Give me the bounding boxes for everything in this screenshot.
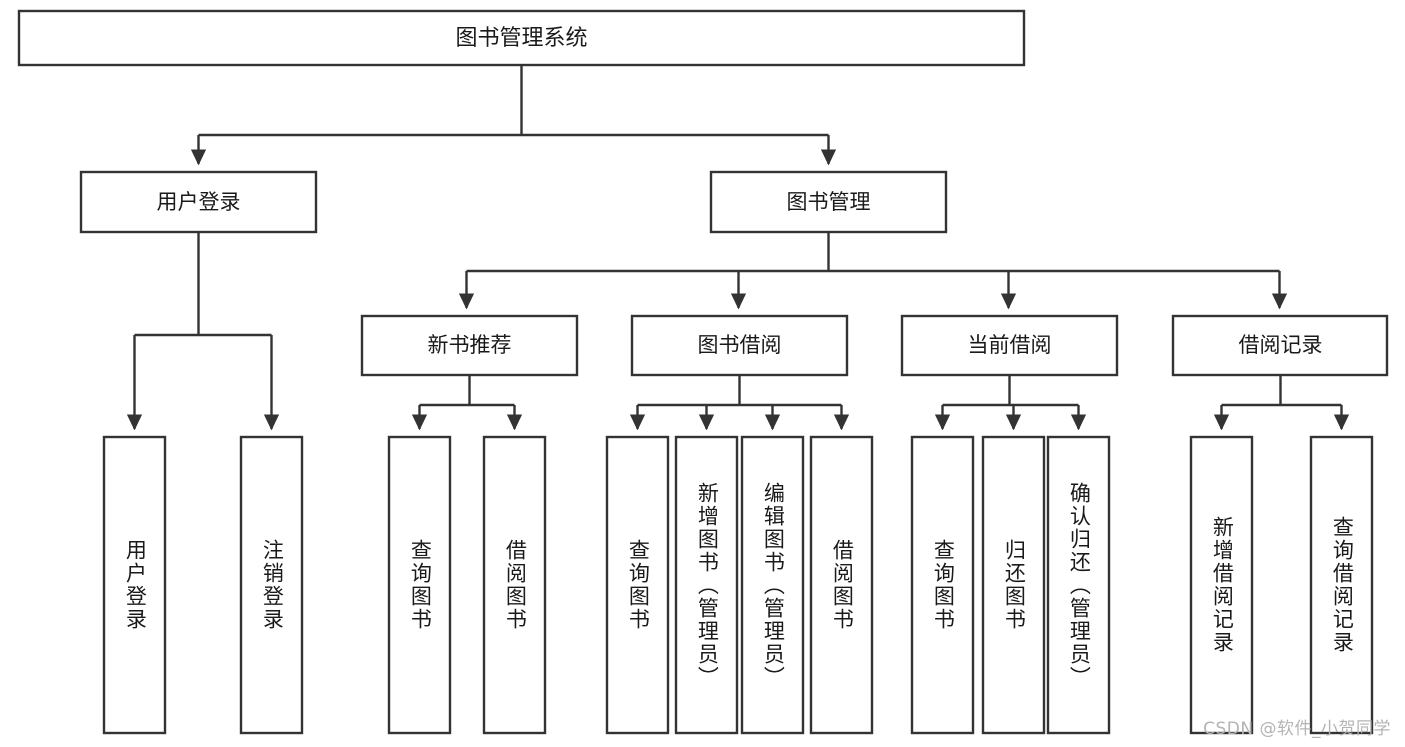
node-root-box[interactable]	[17, 9, 1026, 67]
leaf-box-confirm-return[interactable]	[1046, 435, 1111, 735]
connector-layer	[126, 65, 1350, 431]
node-book-manage[interactable]: 图书管理	[709, 170, 948, 234]
leaf-box-logout[interactable]	[239, 435, 304, 735]
node-new-book-recommend[interactable]: 新书推荐	[360, 314, 579, 377]
leaf-box-add-borrow-record[interactable]	[1189, 435, 1254, 735]
leaf-box-edit-book[interactable]	[740, 435, 805, 735]
node-borrow-record-box[interactable]	[1171, 314, 1389, 377]
node-user-login-box[interactable]	[79, 170, 318, 234]
node-borrow-record-label: 借阅记录	[1239, 333, 1323, 357]
node-current-borrow[interactable]: 当前借阅	[900, 314, 1119, 377]
leaf-box-add-book[interactable]	[674, 435, 739, 735]
node-current-borrow-box[interactable]	[900, 314, 1119, 377]
leaf-box-return-book[interactable]	[981, 435, 1046, 735]
leaf-box-query-borrow-record[interactable]	[1309, 435, 1374, 735]
node-user-login[interactable]: 用户登录	[79, 170, 318, 234]
leaf-box-borrow-book[interactable]	[809, 435, 874, 735]
node-user-login-label: 用户登录	[157, 190, 241, 214]
node-book-borrow-label: 图书借阅	[698, 333, 782, 357]
node-root-label: 图书管理系统	[455, 26, 587, 51]
node-book-manage-label: 图书管理	[787, 190, 871, 214]
node-borrow-record[interactable]: 借阅记录	[1171, 314, 1389, 377]
leaf-box-borrow-book-recommend[interactable]	[482, 435, 547, 735]
node-book-manage-box[interactable]	[709, 170, 948, 234]
node-current-borrow-label: 当前借阅	[968, 333, 1052, 357]
leaf-box-layer	[102, 435, 1374, 735]
node-new-book-recommend-label: 新书推荐	[428, 333, 512, 357]
leaf-box-query-book-borrow[interactable]	[605, 435, 670, 735]
csdn-watermark: CSDN @软件_小贺同学	[1203, 719, 1391, 739]
node-root[interactable]: 图书管理系统	[17, 9, 1026, 67]
node-book-borrow-box[interactable]	[630, 314, 849, 377]
leaf-box-query-book-current[interactable]	[910, 435, 975, 735]
node-book-borrow[interactable]: 图书借阅	[630, 314, 849, 377]
node-new-book-recommend-box[interactable]	[360, 314, 579, 377]
leaf-box-query-book-recommend[interactable]	[387, 435, 452, 735]
leaf-box-user-login[interactable]	[102, 435, 167, 735]
